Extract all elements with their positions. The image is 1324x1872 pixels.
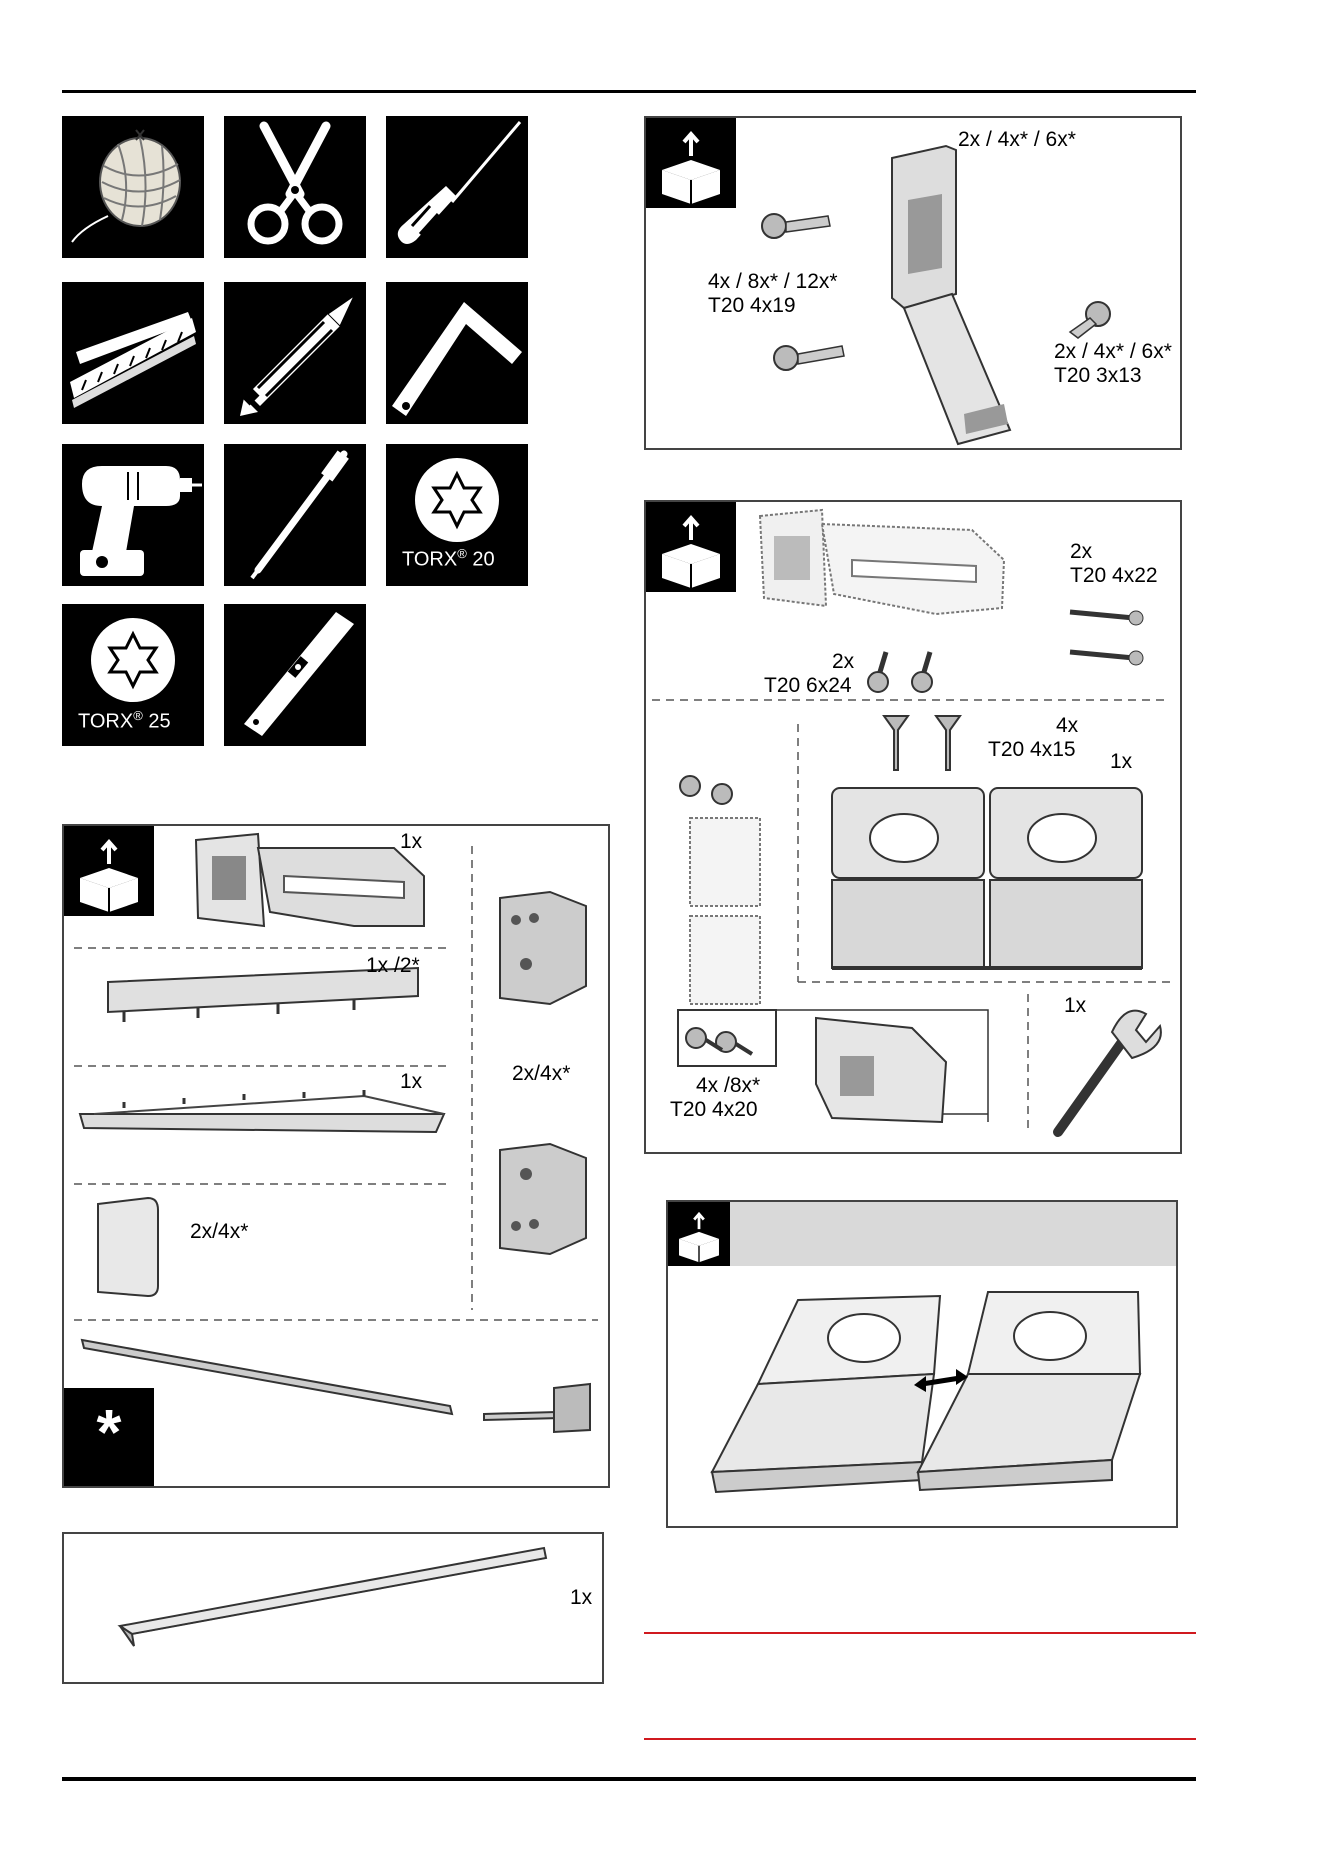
screw-4x22-top xyxy=(1070,611,1143,625)
top-rule xyxy=(62,90,1196,93)
torx-25-label: TORX® 25 xyxy=(78,708,171,734)
parts-panel-hinge-kit: * 1x 1x /2* 1x 2x/4x* 2x/4x* xyxy=(62,824,610,1488)
screwdriver-icon xyxy=(386,116,528,258)
small-bracket-bottom xyxy=(690,916,760,1004)
cover-strip-quantity: 1x /2* xyxy=(366,954,420,978)
screw-4x20-quantity: 4x /8x* xyxy=(696,1074,760,1098)
red-divider-top xyxy=(644,1632,1196,1634)
torx-bit-icon: TORX® 25 xyxy=(62,604,204,746)
spirit-level-icon xyxy=(224,604,366,746)
unpack-box-icon xyxy=(64,826,154,916)
screw-4x19-spec: T20 4x19 xyxy=(708,294,796,318)
screw-6x24-spec: T20 6x24 xyxy=(764,674,852,698)
hinge-quantity: 1x xyxy=(400,830,422,854)
torx-bit-icon: TORX® 20 xyxy=(386,444,528,586)
plate-assembly-right xyxy=(918,1292,1140,1490)
optional-spacer-illustration xyxy=(484,1384,590,1432)
string-ball-icon xyxy=(62,116,204,258)
mounting-bracket-top xyxy=(500,892,586,1004)
small-bracket-top xyxy=(690,818,760,906)
pencil-icon xyxy=(224,282,366,424)
unpack-box-icon xyxy=(668,1202,730,1266)
bottom-rule xyxy=(62,1777,1196,1781)
bracket-quantity: 2x / 4x* / 6x* xyxy=(958,128,1076,152)
screw-4x22-spec: T20 4x22 xyxy=(1070,564,1158,588)
screw-small-pair-top xyxy=(680,776,732,804)
scissors-icon xyxy=(224,116,366,258)
hinge-illustration xyxy=(760,510,1004,614)
screw-4x15-spec: T20 4x15 xyxy=(988,738,1076,762)
screw-3x13-quantity: 2x / 4x* / 6x* xyxy=(1054,340,1172,364)
screw-4x15-left xyxy=(884,716,908,770)
screw-4x19-top xyxy=(762,214,830,238)
optional-parts-marker: * xyxy=(64,1388,154,1486)
screw-6x24-quantity: 2x xyxy=(832,650,854,674)
red-divider-bottom xyxy=(644,1738,1196,1740)
bit-extension-icon xyxy=(224,444,366,586)
screw-4x22-bottom xyxy=(1070,651,1143,665)
screw-6x24-left xyxy=(868,652,888,692)
end-cap-illustration xyxy=(98,1198,158,1296)
screw-3x13 xyxy=(1070,302,1110,338)
mounting-bracket-bottom xyxy=(500,1144,586,1254)
unpack-box-icon xyxy=(646,118,736,208)
assembly-panel-plates xyxy=(666,1200,1178,1528)
plate-assembly-left xyxy=(712,1296,940,1492)
parts-panel-fitting-kit: 2x T20 4x22 2x T20 6x24 4x T20 4x15 1x 1… xyxy=(644,500,1182,1154)
mounting-plate-quantity: 1x xyxy=(1110,750,1132,774)
assembly-header-band xyxy=(668,1202,1176,1266)
screw-4x15-quantity: 4x xyxy=(1056,714,1078,738)
spanner-illustration xyxy=(1058,1011,1161,1132)
hinge-mechanism-illustration xyxy=(816,1018,988,1122)
screw-4x19-bottom xyxy=(774,346,844,370)
bracket-quantity: 2x/4x* xyxy=(512,1062,570,1086)
mounting-plate-illustration xyxy=(832,788,1142,968)
hinge-illustration xyxy=(196,834,424,926)
seal-quantity: 1x xyxy=(570,1586,592,1610)
end-cap-quantity: 2x/4x* xyxy=(190,1220,248,1244)
parts-panel-seal: 1x xyxy=(62,1532,604,1684)
seal-strip-illustration xyxy=(120,1548,546,1646)
screw-4x20-spec: T20 4x20 xyxy=(670,1098,758,1122)
rail-quantity: 1x xyxy=(400,1070,422,1094)
folding-ruler-icon xyxy=(62,282,204,424)
screw-6x24-right xyxy=(912,652,932,692)
torx-20-label: TORX® 20 xyxy=(402,546,495,572)
spanner-quantity: 1x xyxy=(1064,994,1086,1018)
unpack-box-icon xyxy=(646,502,736,592)
parts-panel-bracket: 2x / 4x* / 6x* 4x / 8x* / 12x* T20 4x19 … xyxy=(644,116,1182,450)
rail-illustration xyxy=(80,1090,444,1132)
adjustable-bracket-illustration xyxy=(892,146,1010,444)
screw-4x15-right xyxy=(936,716,960,770)
set-square-icon xyxy=(386,282,528,424)
screw-4x19-quantity: 4x / 8x* / 12x* xyxy=(708,270,838,294)
screw-3x13-spec: T20 3x13 xyxy=(1054,364,1142,388)
screw-4x22-quantity: 2x xyxy=(1070,540,1092,564)
cordless-drill-icon xyxy=(62,444,204,586)
